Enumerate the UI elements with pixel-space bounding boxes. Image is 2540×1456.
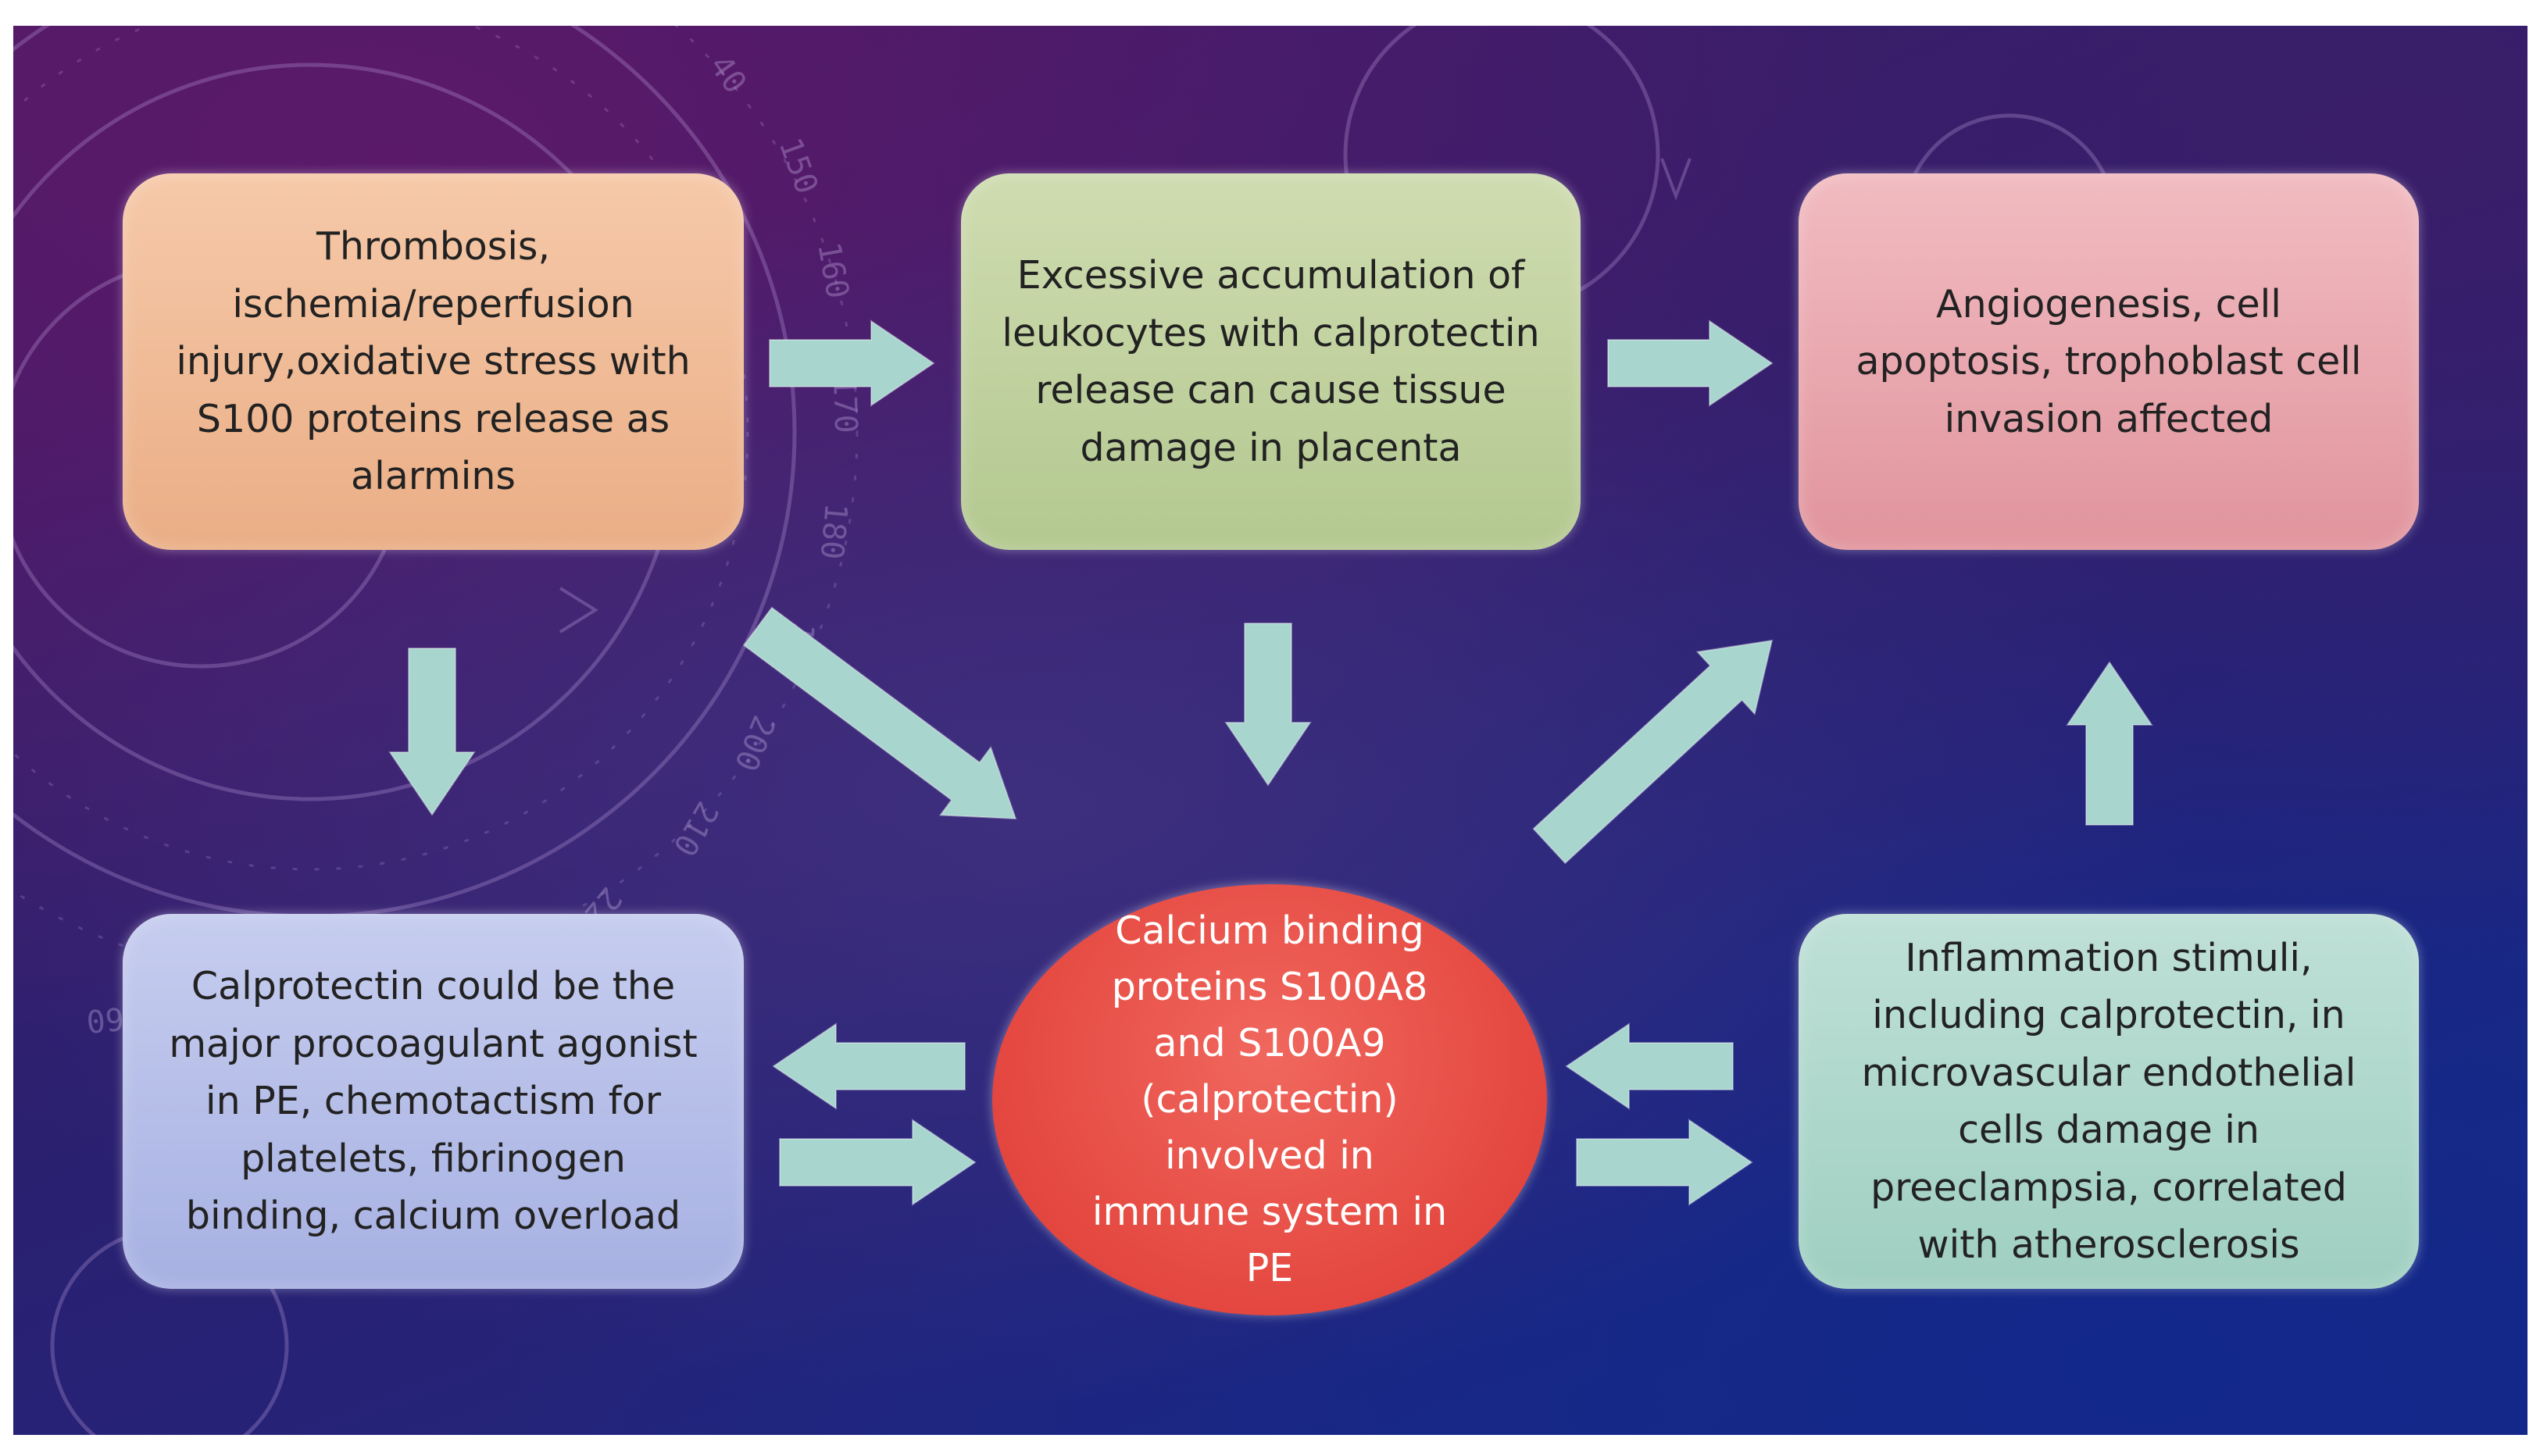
box-angiogenesis: Angiogenesis, cell apoptosis, trophoblas… — [1799, 173, 2419, 550]
tick-label: 180 — [813, 501, 854, 561]
arrow-calcium-binding-to-procoagulant — [772, 1022, 966, 1110]
box-thrombosis: Thrombosis, ischemia/reperfusion injury,… — [123, 173, 744, 550]
arrow-inflammation-to-calcium-binding — [1565, 1022, 1734, 1110]
arrow-thrombosis-to-calcium-binding — [742, 606, 1017, 820]
ellipse-calcium-binding: Calcium binding proteins S100A8 and S100… — [992, 884, 1547, 1315]
arrow-thrombosis-to-procoagulant — [388, 648, 476, 816]
arrow-procoagulant-to-calcium-binding — [779, 1119, 977, 1206]
box-leukocytes-text: Excessive accumulation of leukocytes wit… — [1002, 253, 1540, 470]
box-inflammation: Inflammation stimuli, including calprote… — [1799, 914, 2419, 1289]
box-procoagulant-text: Calprotectin could be the major procoagu… — [169, 964, 698, 1239]
ellipse-calcium-binding-text: Calcium binding proteins S100A8 and S100… — [1091, 908, 1448, 1291]
box-thrombosis-text: Thrombosis, ischemia/reperfusion injury,… — [176, 224, 691, 499]
box-inflammation-text: Inflammation stimuli, including calprote… — [1861, 935, 2356, 1268]
arrow-leukocytes-to-angiogenesis — [1607, 319, 1774, 407]
arrow-thrombosis-to-leukocytes — [769, 319, 935, 407]
box-angiogenesis-text: Angiogenesis, cell apoptosis, trophoblas… — [1856, 281, 2362, 441]
arrow-leukocytes-to-calcium-binding — [1224, 623, 1312, 787]
arrow-inflammation-to-angiogenesis — [2066, 661, 2153, 826]
box-procoagulant: Calprotectin could be the major procoagu… — [123, 914, 744, 1289]
tick-label: 09 — [85, 1002, 126, 1041]
arrow-calcium-binding-to-inflammation — [1576, 1119, 1753, 1206]
box-leukocytes: Excessive accumulation of leukocytes wit… — [961, 173, 1581, 550]
arrow-calcium-binding-to-angiogenesis — [1532, 639, 1774, 865]
